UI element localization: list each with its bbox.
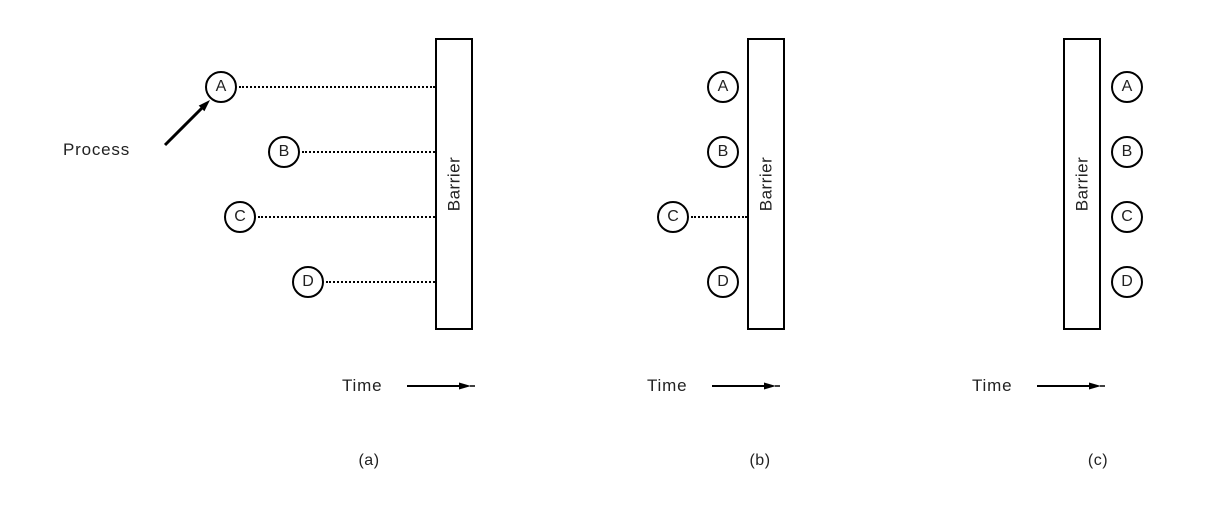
time-axis-label: Time	[647, 376, 688, 395]
panel-caption-a: (a)	[358, 452, 380, 469]
process-node-c: C	[657, 201, 689, 233]
time-arrow-icon	[407, 382, 475, 390]
approach-line-a	[239, 86, 435, 88]
barrier: Barrier	[435, 38, 473, 330]
process-node-a: A	[1111, 71, 1143, 103]
approach-line-c	[691, 216, 747, 218]
process-node-a: A	[205, 71, 237, 103]
process-node-d: D	[707, 266, 739, 298]
barrier-label: Barrier	[756, 156, 776, 212]
time-axis-label: Time	[342, 376, 383, 395]
time-axis-label: Time	[972, 376, 1013, 395]
process-node-label: D	[302, 273, 314, 290]
process-node-c: C	[1111, 201, 1143, 233]
process-node-b: B	[268, 136, 300, 168]
panel-caption-c: (c)	[1087, 452, 1109, 469]
process-node-a: A	[707, 71, 739, 103]
process-node-label: C	[667, 208, 679, 225]
barrier: Barrier	[747, 38, 785, 330]
process-node-label: A	[717, 78, 729, 95]
barrier-label: Barrier	[444, 156, 464, 212]
time-arrow-icon	[1037, 382, 1105, 390]
process-node-label: D	[717, 273, 729, 290]
process-node-label: D	[1121, 273, 1133, 290]
process-node-b: B	[1111, 136, 1143, 168]
pointer-arrow-icon	[163, 100, 210, 147]
barrier: Barrier	[1063, 38, 1101, 330]
process-node-label: B	[1121, 143, 1133, 160]
process-pointer-label: Process	[63, 140, 131, 159]
process-node-label: A	[215, 78, 227, 95]
process-node-label: C	[1121, 208, 1133, 225]
process-node-label: B	[278, 143, 290, 160]
process-node-label: C	[234, 208, 246, 225]
approach-line-c	[258, 216, 435, 218]
process-node-label: B	[717, 143, 729, 160]
time-arrow-icon	[712, 382, 780, 390]
process-node-label: A	[1121, 78, 1133, 95]
process-node-c: C	[224, 201, 256, 233]
barrier-label: Barrier	[1072, 156, 1092, 212]
panel-caption-b: (b)	[749, 452, 771, 469]
approach-line-b	[302, 151, 435, 153]
approach-line-d	[326, 281, 435, 283]
process-node-d: D	[1111, 266, 1143, 298]
process-node-d: D	[292, 266, 324, 298]
process-node-b: B	[707, 136, 739, 168]
